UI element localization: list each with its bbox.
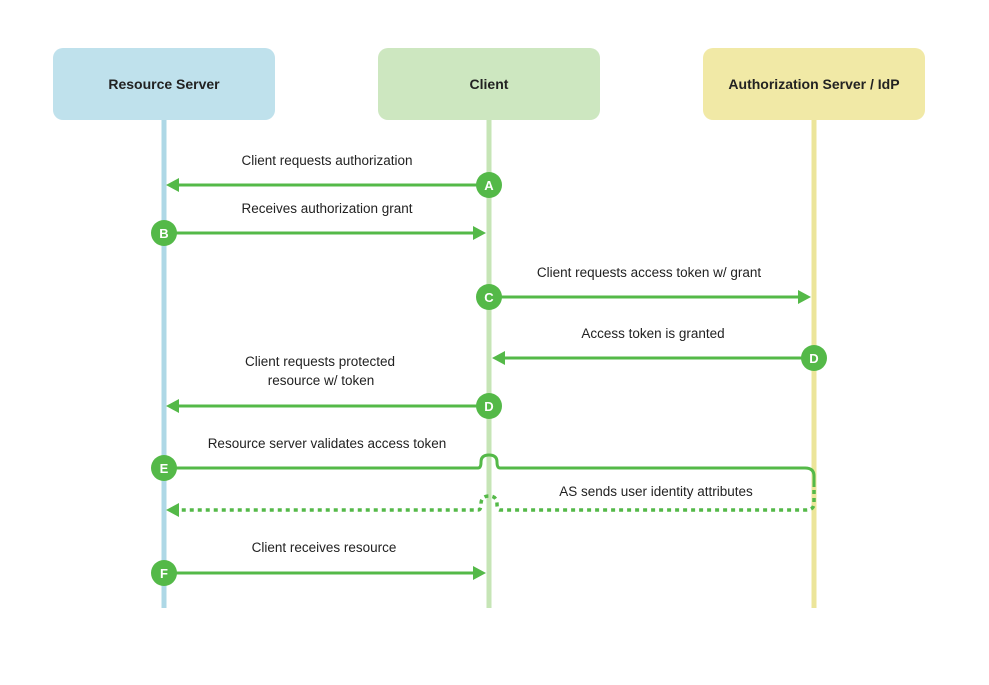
actor-label: Client [469, 76, 509, 92]
step-badge-d-resource: D [476, 393, 502, 419]
arrowhead-step-c [798, 290, 811, 304]
actor-authorization-server: Authorization Server / IdP [703, 48, 925, 120]
step-badge-a: A [476, 172, 502, 198]
message-label-d-token: Access token is granted [581, 326, 725, 341]
actor-label: Authorization Server / IdP [728, 76, 900, 92]
arrowhead-step-d-resource [166, 399, 179, 413]
message-label-identity-attributes: AS sends user identity attributes [559, 484, 753, 499]
actor-label: Resource Server [108, 76, 220, 92]
message-label-a: Client requests authorization [241, 153, 413, 168]
message-label-f: Client receives resource [251, 540, 397, 555]
message-label-d-resource-line2: resource w/ token [267, 373, 375, 388]
arrowhead-step-f [473, 566, 486, 580]
svg-text:F: F [160, 566, 168, 581]
arrowhead-identity-attributes [166, 503, 179, 517]
svg-text:C: C [484, 290, 494, 305]
arrowhead-step-d-token [492, 351, 505, 365]
actor-client: Client [378, 48, 600, 120]
svg-text:D: D [809, 351, 818, 366]
arrowhead-step-a [166, 178, 179, 192]
message-label-d-resource-line1: Client requests protected [244, 354, 396, 369]
message-label-c: Client requests access token w/ grant [536, 265, 762, 280]
svg-text:A: A [484, 178, 494, 193]
svg-text:D: D [484, 399, 493, 414]
step-badge-d-token: D [801, 345, 827, 371]
step-badge-b: B [151, 220, 177, 246]
message-label-b: Receives authorization grant [241, 201, 413, 216]
step-badge-e: E [151, 455, 177, 481]
arrowhead-step-b [473, 226, 486, 240]
svg-text:E: E [160, 461, 169, 476]
actor-resource-server: Resource Server [53, 48, 275, 120]
message-label-e: Resource server validates access token [207, 436, 447, 451]
arrow-step-e [175, 453, 816, 487]
step-badge-c: C [476, 284, 502, 310]
step-badge-f: F [151, 560, 177, 586]
svg-text:B: B [159, 226, 168, 241]
